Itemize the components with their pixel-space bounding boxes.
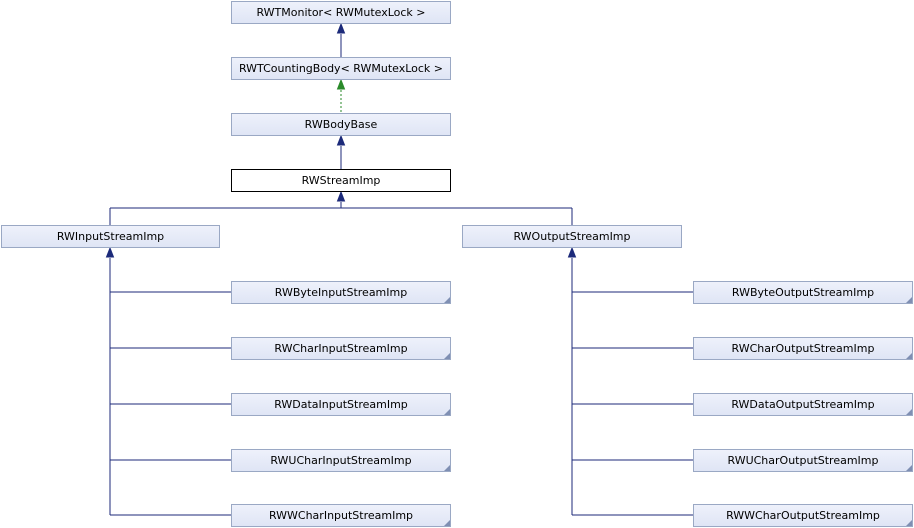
node-rwoutputstreamimp[interactable]: RWOutputStreamImp — [462, 225, 682, 248]
fold-corner-icon — [906, 465, 912, 471]
arrowhead-icon — [336, 190, 346, 202]
node-output-child[interactable]: RWUCharOutputStreamImp — [693, 449, 913, 472]
fold-corner-icon — [906, 409, 912, 415]
fold-corner-icon — [444, 520, 450, 526]
node-label: RWByteInputStreamImp — [274, 286, 408, 299]
fold-corner-icon — [444, 409, 450, 415]
node-rwstreamimp: RWStreamImp — [231, 169, 451, 192]
arrowhead-icon — [567, 246, 577, 258]
node-output-child[interactable]: RWByteOutputStreamImp — [693, 281, 913, 304]
fold-corner-icon — [906, 520, 912, 526]
arrowhead-icon — [336, 22, 346, 34]
node-rwtmonitor[interactable]: RWTMonitor< RWMutexLock > — [231, 1, 451, 24]
node-input-child[interactable]: RWWCharInputStreamImp — [231, 504, 451, 527]
node-label: RWCharOutputStreamImp — [731, 342, 875, 355]
fold-corner-icon — [444, 465, 450, 471]
node-label: RWDataOutputStreamImp — [731, 398, 875, 411]
node-label: RWDataInputStreamImp — [274, 398, 408, 411]
node-label: RWUCharOutputStreamImp — [727, 454, 879, 467]
node-rwbodybase[interactable]: RWBodyBase — [231, 113, 451, 136]
node-label: RWCharInputStreamImp — [274, 342, 408, 355]
node-input-child[interactable]: RWByteInputStreamImp — [231, 281, 451, 304]
node-output-child[interactable]: RWCharOutputStreamImp — [693, 337, 913, 360]
arrowhead-icon — [336, 134, 346, 146]
node-label: RWWCharOutputStreamImp — [726, 509, 880, 522]
arrowhead-icon — [336, 78, 346, 90]
node-input-child[interactable]: RWDataInputStreamImp — [231, 393, 451, 416]
node-input-child[interactable]: RWUCharInputStreamImp — [231, 449, 451, 472]
node-output-child[interactable]: RWDataOutputStreamImp — [693, 393, 913, 416]
fold-corner-icon — [444, 353, 450, 359]
fold-corner-icon — [906, 297, 912, 303]
node-input-child[interactable]: RWCharInputStreamImp — [231, 337, 451, 360]
fold-corner-icon — [444, 297, 450, 303]
node-label: RWUCharInputStreamImp — [270, 454, 412, 467]
node-rwinputstreamimp[interactable]: RWInputStreamImp — [1, 225, 220, 248]
arrowhead-icon — [105, 246, 115, 258]
node-label: RWWCharInputStreamImp — [268, 509, 414, 522]
node-label: RWByteOutputStreamImp — [731, 286, 875, 299]
node-rwtcountingbody[interactable]: RWTCountingBody< RWMutexLock > — [231, 57, 451, 80]
node-output-child[interactable]: RWWCharOutputStreamImp — [693, 504, 913, 527]
fold-corner-icon — [906, 353, 912, 359]
